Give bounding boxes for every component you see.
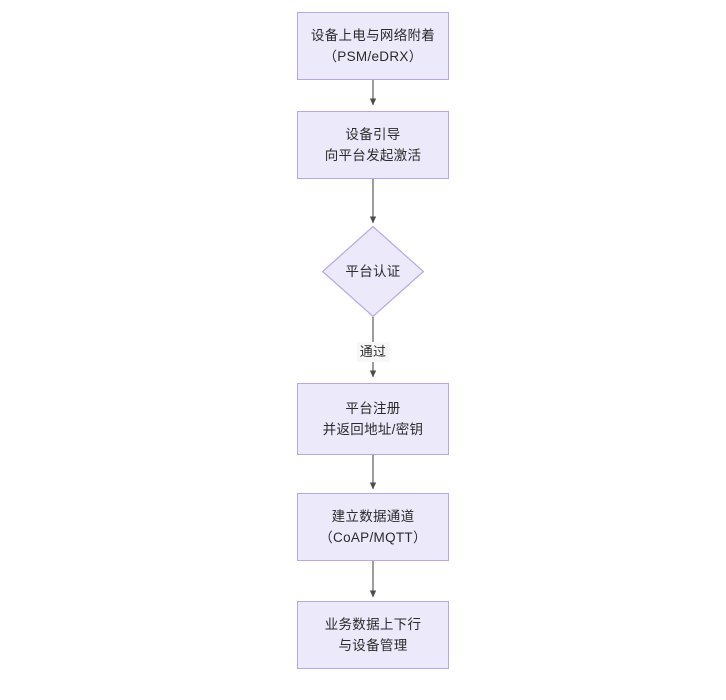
node-data-channel[interactable]: 建立数据通道 （CoAP/MQTT） (297, 493, 449, 561)
node-business-data-line-2: 与设备管理 (338, 638, 408, 653)
diamond-shape (322, 226, 424, 317)
node-platform-auth-label: 平台认证 (345, 264, 401, 279)
node-bootstrap-line-1: 设备引导 (345, 127, 401, 142)
node-data-channel-line-2: （CoAP/MQTT） (319, 530, 427, 545)
node-data-channel-line-1: 建立数据通道 (331, 509, 415, 524)
node-bootstrap[interactable]: 设备引导 向平台发起激活 (297, 111, 449, 179)
node-power-on-line-1: 设备上电与网络附着 (310, 28, 436, 43)
node-power-on-line-2: （PSM/eDRX） (323, 49, 423, 64)
node-platform-register-line-1: 平台注册 (345, 401, 401, 416)
node-business-data-line-1: 业务数据上下行 (324, 617, 422, 632)
node-platform-register-line-2: 并返回地址/密钥 (322, 422, 424, 437)
node-platform-register[interactable]: 平台注册 并返回地址/密钥 (297, 383, 449, 455)
node-platform-auth[interactable]: 平台认证 (322, 226, 424, 317)
edge-label-pass: 通过 (356, 342, 390, 362)
node-bootstrap-line-2: 向平台发起激活 (324, 148, 422, 163)
node-power-on[interactable]: 设备上电与网络附着 （PSM/eDRX） (297, 12, 449, 80)
node-business-data[interactable]: 业务数据上下行 与设备管理 (297, 601, 449, 669)
